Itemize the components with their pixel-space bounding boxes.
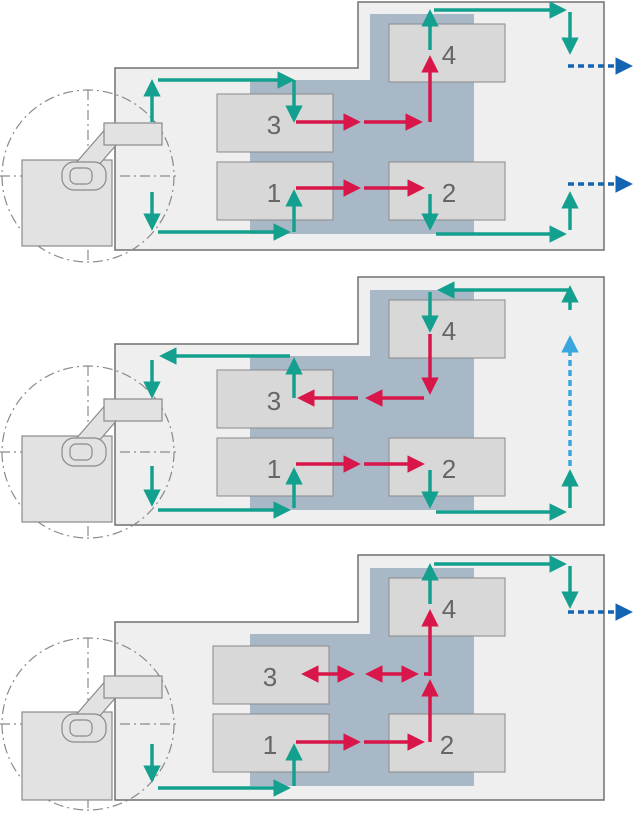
station-3: 3 [212, 645, 330, 705]
red-arrow-icon [296, 334, 439, 473]
blue-dotted-arrow-icon [568, 57, 633, 193]
red-arrow-icon [296, 609, 439, 751]
station-label: 4 [442, 594, 456, 624]
red-arrow-icon [296, 55, 439, 197]
teal-arrow-icon [143, 281, 579, 521]
station-label: 1 [263, 730, 277, 760]
panel-middle: 4 3 1 2 [0, 276, 605, 539]
station-label: 3 [267, 110, 281, 140]
station-label: 2 [442, 454, 456, 484]
teal-arrow-icon [143, 555, 579, 797]
station-2: 2 [388, 437, 506, 497]
panel-bottom: 4 3 1 2 [0, 554, 633, 811]
teal-arrow-icon [143, 1, 579, 243]
station-4: 4 [388, 299, 506, 359]
station-label: 4 [442, 40, 456, 70]
station-2: 2 [388, 161, 506, 221]
robot-arm-icon [0, 89, 176, 263]
station-4: 4 [388, 577, 506, 637]
robot-arm-icon [0, 637, 176, 811]
station-1: 1 [216, 161, 334, 221]
station-3: 3 [216, 93, 334, 153]
station-1: 1 [216, 437, 334, 497]
station-label: 4 [442, 316, 456, 346]
robot-arm-icon [0, 365, 176, 539]
station-label: 1 [267, 178, 281, 208]
station-label: 2 [440, 730, 454, 760]
station-4: 4 [388, 23, 506, 83]
station-label: 1 [267, 454, 281, 484]
station-label: 2 [442, 178, 456, 208]
station-label: 3 [267, 386, 281, 416]
station-label: 3 [263, 662, 277, 692]
panel-top: 4 3 1 2 [0, 1, 633, 263]
